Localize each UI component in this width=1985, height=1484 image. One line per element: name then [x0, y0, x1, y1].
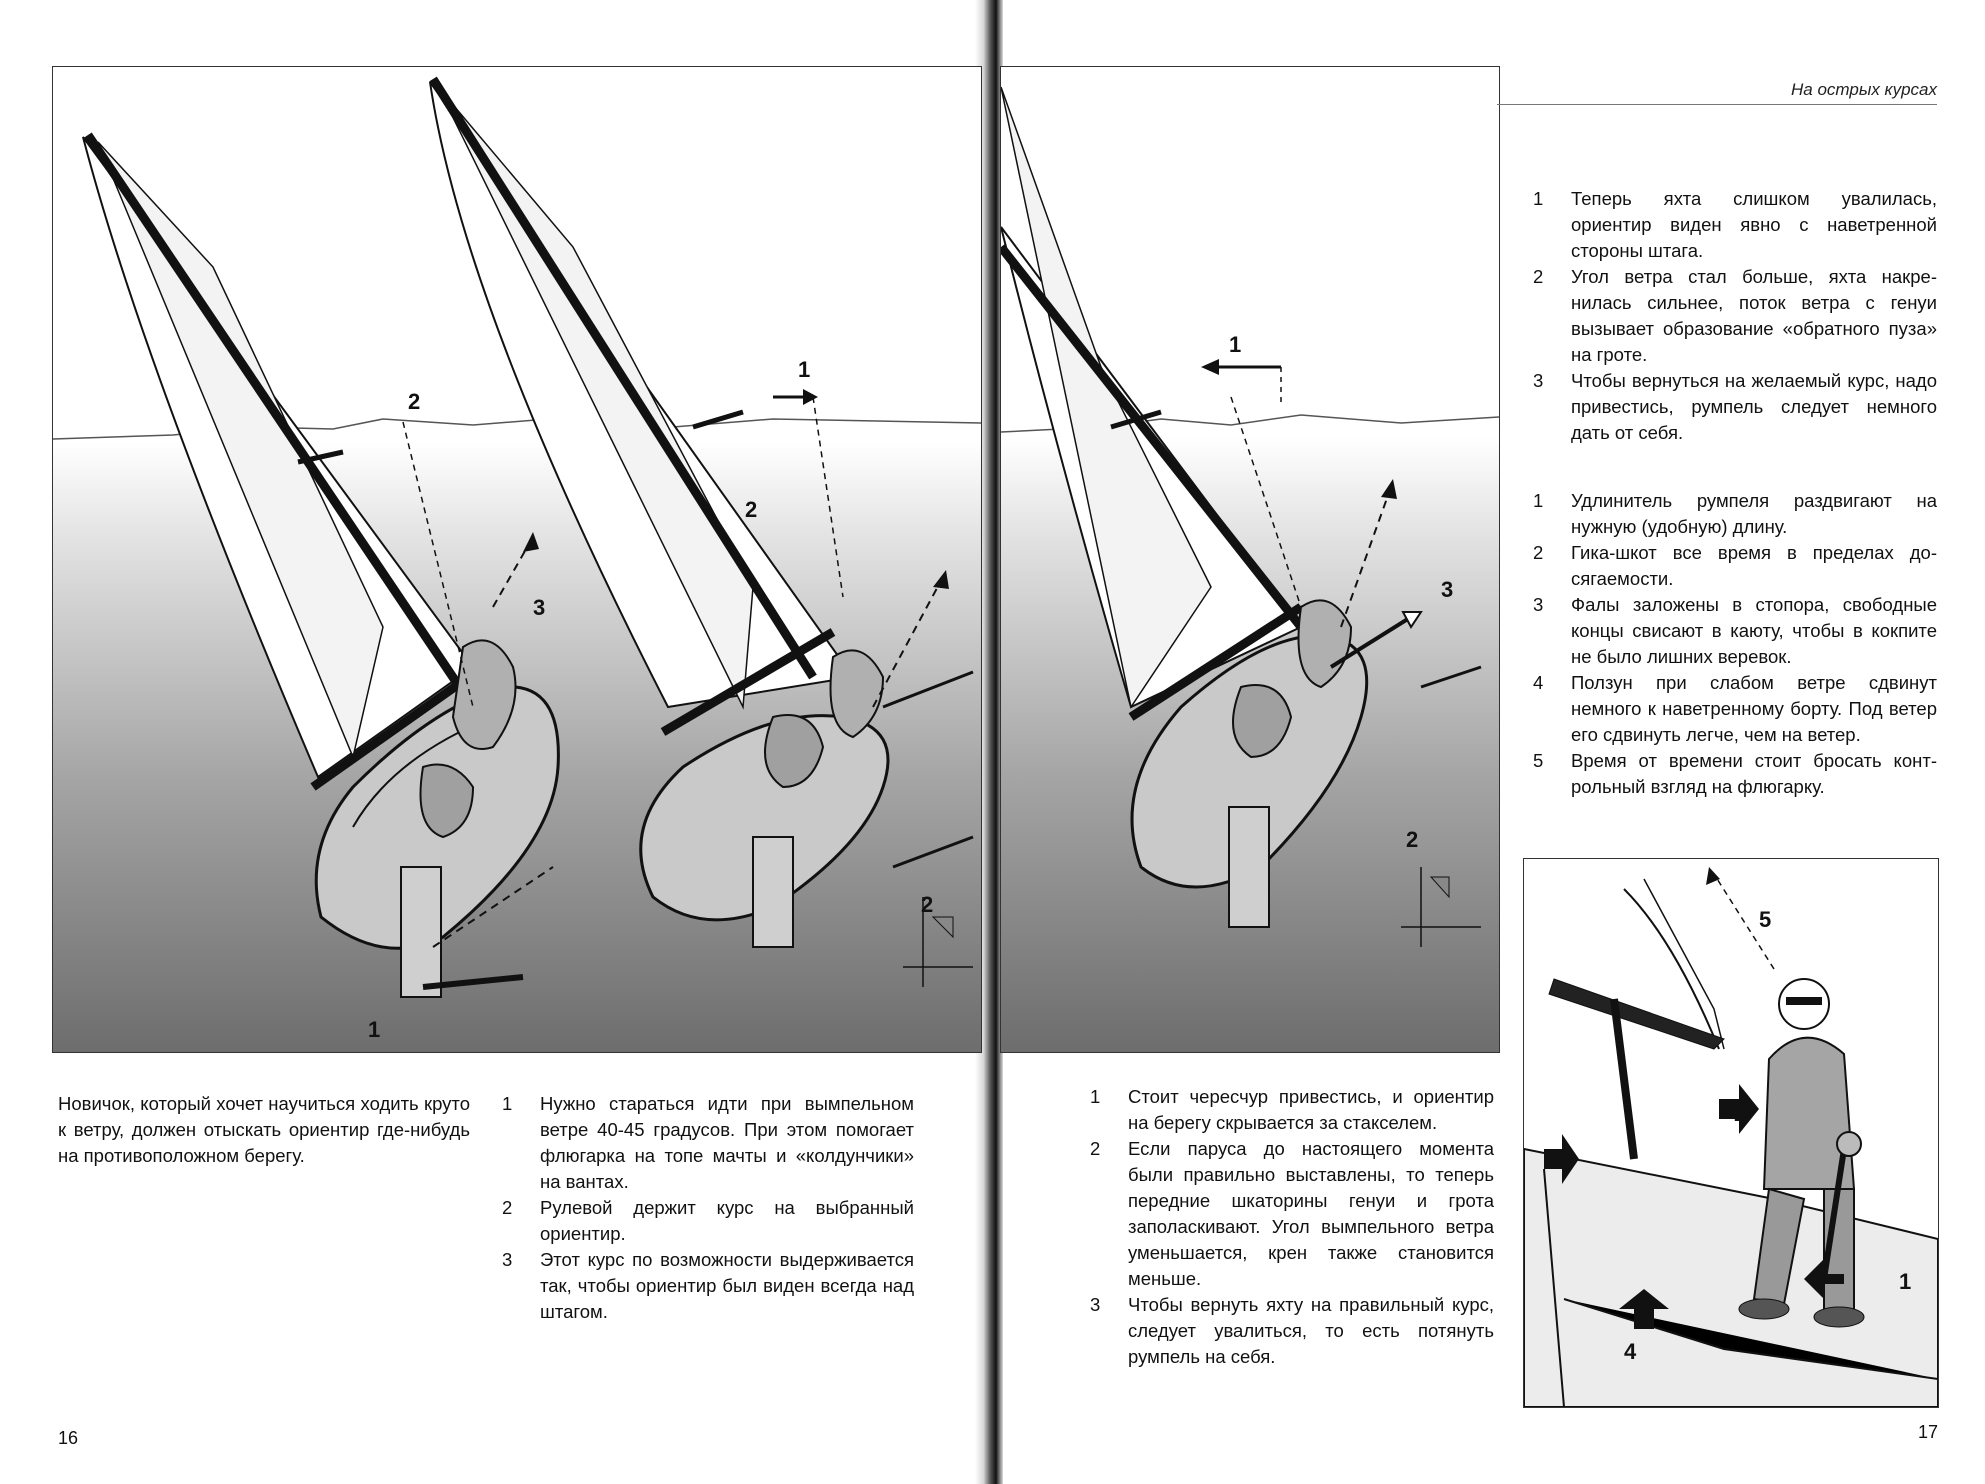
list-text: Чтобы вернуть яхту на правильный курс, с…: [1128, 1294, 1494, 1367]
boat2-label-2a: 2: [745, 497, 757, 522]
list-item: 5 Время от времени стоит бросать конт­рол…: [1533, 748, 1937, 800]
list-number: 3: [1090, 1294, 1101, 1315]
list-text: Этот курс по возможности выдержи­вается …: [540, 1249, 914, 1322]
cockpit-illustration: 5 2 1 4: [1523, 858, 1939, 1408]
helmsman-figure: [1738, 978, 1865, 1328]
list-number: 3: [502, 1249, 513, 1270]
yacht-3: 1 3 2: [1001, 86, 1482, 947]
boat1-label-3: 3: [533, 595, 545, 620]
cockpit-label-1: 1: [1899, 1269, 1911, 1294]
right-top-list: 1 Теперь яхта слишком увалилась, ориентир…: [1533, 186, 1937, 446]
list-number: 2: [1533, 266, 1544, 287]
sailing-yachts-drawing: 2 3 1 1 2 2: [53, 76, 981, 1052]
list-item: 1 Стоит чересчур привестись, и ориентир н…: [1090, 1084, 1494, 1136]
list-text: Рулевой держит курс на выбранный ориенти…: [540, 1197, 914, 1244]
helmsman-cockpit-drawing: 5 2 1 4: [1524, 859, 1938, 1407]
list-text: Ползун при слабом ветре сдвинут немного …: [1571, 672, 1937, 745]
list-number: 1: [502, 1093, 513, 1114]
intro-paragraph: Новичок, который хочет научиться ходить …: [58, 1093, 470, 1166]
left-list: 1 Нужно стараться идти при вымпель­ном ве…: [502, 1091, 914, 1325]
boat1-label-2: 2: [408, 389, 420, 414]
list-text: Теперь яхта слишком увалилась, ориентир …: [1571, 188, 1937, 261]
cockpit-label-2: 2: [1734, 1101, 1746, 1126]
list-text: Стоит чересчур привестись, и ориентир на…: [1128, 1086, 1494, 1133]
list-item: 3 Чтобы вернуться на желаемый курс, надо …: [1533, 368, 1937, 446]
list-number: 1: [1533, 490, 1544, 511]
right-bottom-list: 1 Стоит чересчур привестись, и ориентир н…: [1090, 1084, 1494, 1370]
boat3-label-3: 3: [1441, 577, 1453, 602]
list-item: 1 Нужно стараться идти при вымпель­ном ве…: [502, 1091, 914, 1195]
list-text: Нужно стараться идти при вымпель­ном вет…: [540, 1093, 914, 1192]
boat2-label-1: 1: [798, 357, 810, 382]
list-text: Угол ветра стал больше, яхта накре­нилас…: [1571, 266, 1937, 365]
list-text: Если паруса до настоящего момента были п…: [1128, 1138, 1494, 1289]
list-text: Гика-шкот все время в пределах до­сягаем…: [1571, 542, 1937, 589]
right-middle-list: 1 Удлинитель румпеля раздвигают на нужную…: [1533, 488, 1937, 800]
list-item: 2 Рулевой держит курс на выбранный ориент…: [502, 1195, 914, 1247]
list-item: 2 Угол ветра стал больше, яхта накре­нила…: [1533, 264, 1937, 368]
section-header: На острых курсах: [1497, 80, 1937, 105]
list-number: 2: [1090, 1138, 1101, 1159]
page-number-left: 16: [58, 1428, 79, 1448]
list-number: 2: [502, 1197, 513, 1218]
yacht-fallen-off-drawing: 1 3 2: [1001, 86, 1499, 1052]
yacht-2: 1 2 2: [429, 76, 974, 987]
list-number: 5: [1533, 750, 1544, 771]
list-item: 4 Ползун при слабом ветре сдвинут немного…: [1533, 670, 1937, 748]
boat3-label-2: 2: [1406, 827, 1418, 852]
list-item: 3 Чтобы вернуть яхту на правильный курс, …: [1090, 1292, 1494, 1370]
list-number: 2: [1533, 542, 1544, 563]
list-number: 4: [1533, 672, 1544, 693]
list-text: Чтобы вернуться на желаемый курс, надо п…: [1571, 370, 1937, 443]
yacht-1: 2 3 1: [82, 132, 560, 1042]
list-number: 3: [1533, 370, 1544, 391]
left-illustration: 2 3 1 1 2 2: [52, 66, 982, 1053]
right-top-illustration: 1 3 2: [1000, 66, 1500, 1053]
list-item: 2 Если паруса до настоящего момента были …: [1090, 1136, 1494, 1292]
cockpit-label-5: 5: [1759, 907, 1771, 932]
list-item: 1 Удлинитель румпеля раздвигают на нужную…: [1533, 488, 1937, 540]
list-item: 3 Этот курс по возможности выдержи­вается…: [502, 1247, 914, 1325]
list-number: 1: [1090, 1086, 1101, 1107]
boat2-label-2b: 2: [921, 892, 933, 917]
list-number: 3: [1533, 594, 1544, 615]
cockpit-label-4: 4: [1624, 1339, 1637, 1364]
list-item: 2 Гика-шкот все время в пределах до­сягае…: [1533, 540, 1937, 592]
boat3-label-1: 1: [1229, 332, 1241, 357]
page-number-right: 17: [1918, 1422, 1939, 1442]
list-text: Фалы заложены в стопора, свобод­ные конц…: [1571, 594, 1937, 667]
list-item: 1 Теперь яхта слишком увалилась, ориентир…: [1533, 186, 1937, 264]
boat1-label-1: 1: [368, 1017, 380, 1042]
list-text: Удлинитель румпеля раздвигают на нужную …: [1571, 490, 1937, 537]
list-text: Время от времени стоит бросать конт­роль…: [1571, 750, 1937, 797]
list-item: 3 Фалы заложены в стопора, свобод­ные кон…: [1533, 592, 1937, 670]
list-number: 1: [1533, 188, 1544, 209]
